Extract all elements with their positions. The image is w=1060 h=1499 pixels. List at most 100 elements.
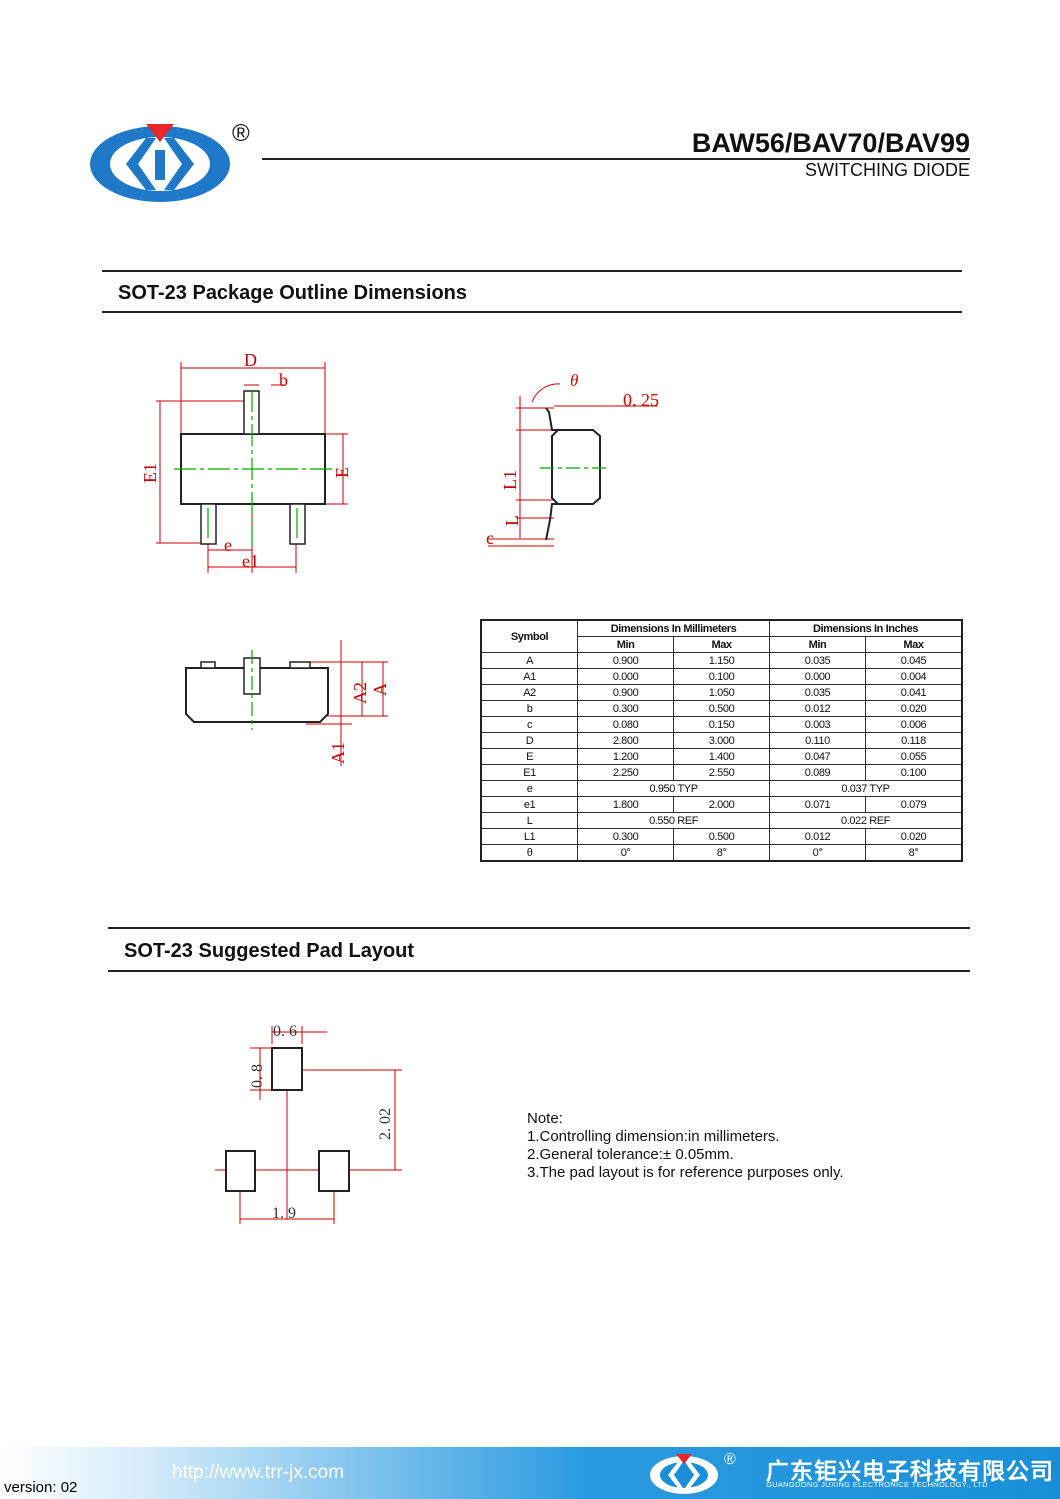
- cell-mm-min: 2.800: [577, 732, 675, 749]
- dimensions-table: Symbol Dimensions In Millimeters Dimensi…: [480, 619, 963, 862]
- cell-in-max: 0.055: [865, 748, 963, 765]
- cell-mm-min: 0°: [577, 844, 675, 862]
- cell-in-span: 0.037 TYP: [769, 780, 963, 797]
- section1-title: SOT-23 Package Outline Dimensions: [118, 282, 468, 304]
- cell-in-span: 0.022 REF: [769, 812, 963, 829]
- cell-mm-max: 0.150: [673, 716, 771, 733]
- label-E: E: [332, 467, 352, 478]
- label-A: A: [370, 683, 390, 696]
- footer-logo: ®: [650, 1451, 736, 1494]
- label-gauge: 0. 25: [623, 390, 659, 410]
- mm-header: Dimensions In Millimeters: [577, 619, 771, 637]
- label-pad-height: 0. 8: [249, 1064, 266, 1088]
- header-rule: [262, 158, 970, 160]
- cell-mm-min: 0.900: [577, 684, 675, 701]
- svg-text:®: ®: [724, 1451, 736, 1468]
- cell-in-max: 0.041: [865, 684, 963, 701]
- cell-in-min: 0.003: [769, 716, 866, 733]
- cell-mm-min: 1.200: [577, 748, 675, 765]
- in-max-header: Max: [865, 636, 963, 653]
- cell-mm-max: 0.500: [673, 700, 771, 717]
- mm-max-header: Max: [673, 636, 771, 653]
- cell-in-max: 8°: [865, 844, 963, 862]
- mm-min-header: Min: [577, 636, 675, 653]
- cell-symbol: b: [480, 700, 579, 717]
- cell-symbol: D: [480, 732, 579, 749]
- section2-bottom-rule: [108, 970, 970, 972]
- cell-mm-min: 0.300: [577, 700, 675, 717]
- website-link[interactable]: http://www.trr-jx.com: [172, 1462, 345, 1483]
- cell-mm-min: 0.080: [577, 716, 675, 733]
- cell-in-min: 0.035: [769, 684, 866, 701]
- cell-mm-min: 1.800: [577, 796, 675, 813]
- symbol-header: Symbol: [480, 619, 579, 653]
- label-pad-pitch-x: 1. 9: [272, 1205, 296, 1222]
- cell-symbol: E1: [480, 764, 579, 781]
- cell-mm-min: 0.900: [577, 652, 675, 669]
- cell-symbol: e: [480, 780, 579, 797]
- cell-in-max: 0.006: [865, 716, 963, 733]
- cell-in-min: 0.000: [769, 668, 866, 685]
- version-label: version: 02: [4, 1479, 78, 1496]
- cell-in-max: 0.020: [865, 828, 963, 845]
- cell-symbol: c: [480, 716, 579, 733]
- label-b: b: [279, 370, 288, 390]
- cell-in-max: 0.045: [865, 652, 963, 669]
- cell-in-min: 0.012: [769, 828, 866, 845]
- label-pad-width: 0. 6: [273, 1023, 297, 1040]
- cell-in-max: 0.118: [865, 732, 963, 749]
- cell-symbol: e1: [480, 796, 579, 813]
- company-logo: [90, 124, 230, 202]
- registered-mark: ®: [232, 120, 250, 147]
- cell-mm-min: 0.000: [577, 668, 675, 685]
- cell-symbol: E: [480, 748, 579, 765]
- cell-mm-max: 8°: [673, 844, 771, 862]
- section2-top-rule: [108, 927, 970, 929]
- cell-in-min: 0.035: [769, 652, 866, 669]
- label-D: D: [244, 350, 257, 370]
- cell-mm-min: 0.300: [577, 828, 675, 845]
- label-pad-pitch-y: 2. 02: [377, 1108, 394, 1140]
- cell-in-min: 0.047: [769, 748, 866, 765]
- label-L1: L1: [500, 470, 520, 490]
- cell-symbol: A1: [480, 668, 579, 685]
- section2-title: SOT-23 Suggested Pad Layout: [124, 940, 415, 962]
- cell-mm-max: 3.000: [673, 732, 771, 749]
- cell-symbol: A2: [480, 684, 579, 701]
- note-title: Note:: [527, 1110, 563, 1127]
- cell-mm-max: 1.400: [673, 748, 771, 765]
- label-A2: A2: [350, 682, 370, 704]
- label-e: e: [224, 535, 232, 555]
- label-e1: e1: [242, 551, 259, 571]
- cell-symbol: A: [480, 652, 579, 669]
- cell-mm-max: 0.100: [673, 668, 771, 685]
- part-number-title: BAW56/BAV70/BAV99: [691, 128, 970, 158]
- in-header: Dimensions In Inches: [769, 619, 963, 637]
- cell-in-max: 0.100: [865, 764, 963, 781]
- cell-in-min: 0°: [769, 844, 866, 862]
- company-name-cn: 广东钜兴电子科技有限公司: [766, 1458, 1054, 1484]
- label-E1: E1: [140, 463, 160, 483]
- cell-in-max: 0.020: [865, 700, 963, 717]
- note-line: 2.General tolerance:± 0.05mm.: [527, 1146, 734, 1163]
- cell-in-min: 0.071: [769, 796, 866, 813]
- side-view-drawing: θ 0. 25 L1 L c: [486, 371, 659, 548]
- in-min-header: Min: [769, 636, 866, 653]
- cell-mm-max: 1.050: [673, 684, 771, 701]
- cell-mm-max: 2.000: [673, 796, 771, 813]
- label-L: L: [502, 515, 522, 526]
- label-c: c: [486, 528, 494, 548]
- footer-band: [0, 1447, 1060, 1499]
- section1-bottom-rule: [102, 311, 962, 313]
- cell-symbol: L: [480, 812, 579, 829]
- cell-in-max: 0.004: [865, 668, 963, 685]
